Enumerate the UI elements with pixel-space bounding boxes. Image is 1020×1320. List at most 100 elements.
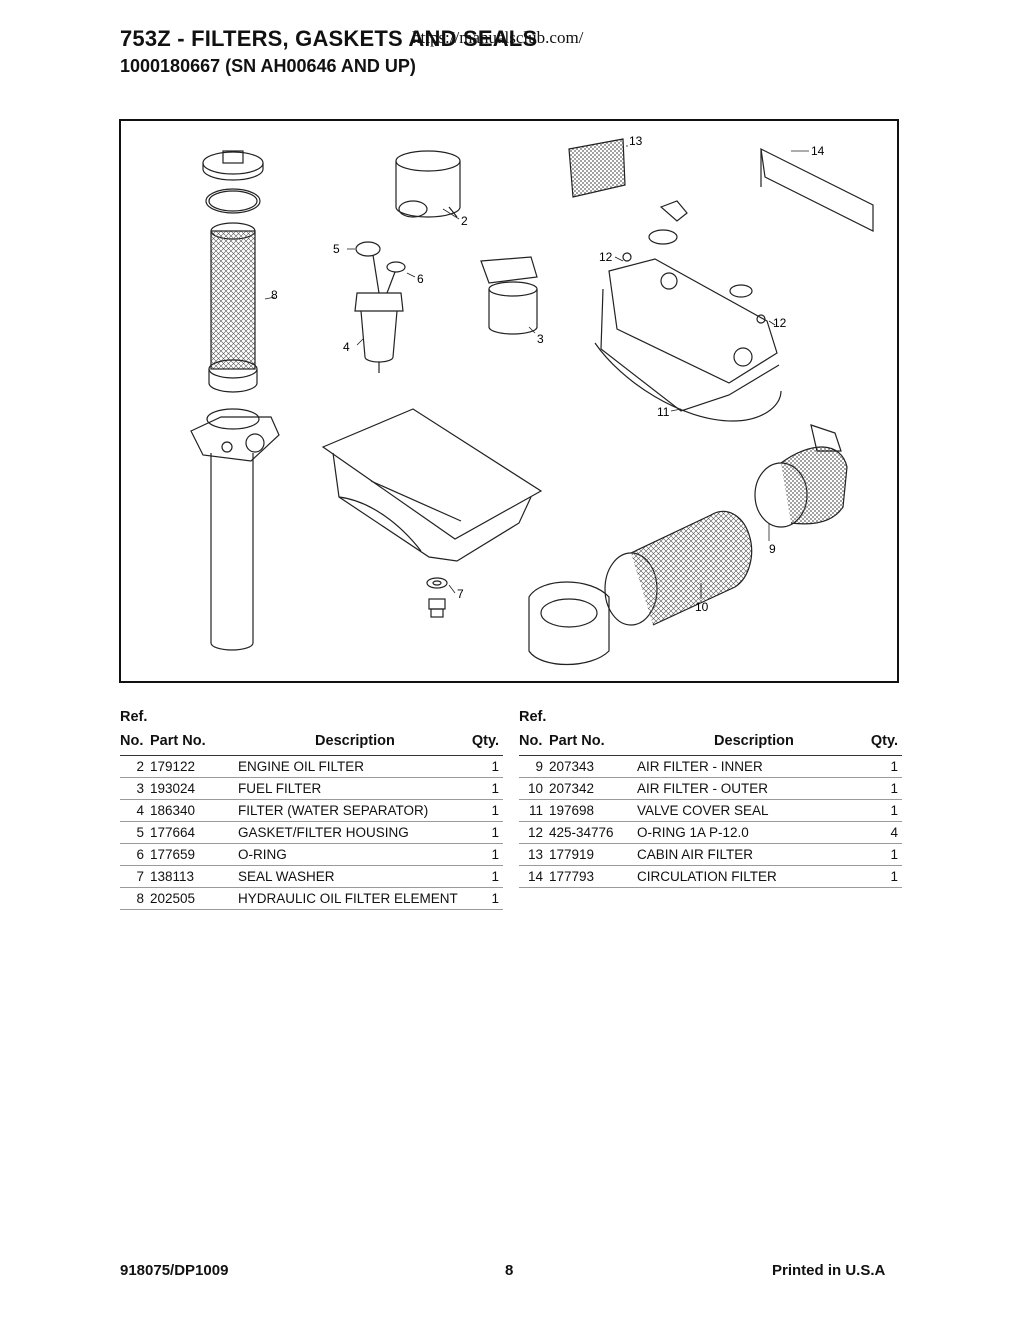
parts-diagram: 2 3 4 5 6 7 8 9 10 11 12 12 13 14: [119, 119, 899, 683]
part-quantity: 1: [870, 865, 902, 888]
callout-2: 2: [461, 214, 468, 228]
part-no-header: Part No.: [150, 733, 206, 749]
part-number: 425-34776: [549, 821, 637, 844]
callout-4: 4: [343, 340, 350, 354]
callout-10: 10: [695, 600, 709, 614]
ref-number: 5: [120, 821, 150, 844]
ref-number: 14: [519, 865, 549, 888]
callout-5: 5: [333, 242, 340, 256]
part-description: FILTER (WATER SEPARATOR): [238, 799, 472, 822]
air-filter-assembly: [528, 424, 848, 666]
part-quantity: 4: [870, 821, 902, 844]
part-quantity: 1: [471, 865, 503, 888]
part-number: 177664: [150, 821, 238, 844]
part-description: ENGINE OIL FILTER: [238, 755, 472, 778]
part-description: O-RING: [238, 843, 472, 866]
part-quantity: 1: [471, 887, 503, 910]
qty-header: Qty.: [870, 733, 898, 749]
page-title: 753Z - FILTERS, GASKETS AND SEALS: [120, 26, 538, 51]
qty-header: Qty.: [471, 733, 499, 749]
water-separator: [354, 241, 406, 373]
ref-number: 11: [519, 799, 549, 822]
ref-number: 8: [120, 887, 150, 910]
part-description: CABIN AIR FILTER: [637, 843, 871, 866]
ref-number: 2: [120, 755, 150, 778]
callout-6: 6: [417, 272, 424, 286]
part-quantity: 1: [870, 755, 902, 778]
part-description: AIR FILTER - INNER: [637, 755, 871, 778]
part-quantity: 1: [471, 777, 503, 800]
part-description: VALVE COVER SEAL: [637, 799, 871, 822]
part-number: 197698: [549, 799, 637, 822]
fuel-filter: [480, 256, 538, 335]
engine-oil-filter: [395, 150, 461, 218]
callout-9: 9: [769, 542, 776, 556]
part-number: 207343: [549, 755, 637, 778]
oil-pan: [321, 408, 543, 562]
callout-13: 13: [629, 134, 643, 148]
ref-number: 10: [519, 777, 549, 800]
part-number: 202505: [150, 887, 238, 910]
part-description: O-RING 1A P-12.0: [637, 821, 871, 844]
part-number: 193024: [150, 777, 238, 800]
ref-number: 9: [519, 755, 549, 778]
part-description: GASKET/FILTER HOUSING: [238, 821, 472, 844]
part-number: 138113: [150, 865, 238, 888]
part-quantity: 1: [471, 799, 503, 822]
callout-11: 11: [657, 405, 670, 419]
ref-header: Ref.: [120, 709, 148, 725]
part-description: HYDRAULIC OIL FILTER ELEMENT: [238, 887, 472, 910]
part-quantity: 1: [870, 843, 902, 866]
part-no-header: Part No.: [549, 733, 605, 749]
part-number: 177793: [549, 865, 637, 888]
callout-labels: 2 3 4 5 6 7 8 9 10 11 12 12 13 14: [271, 134, 825, 614]
part-number: 177659: [150, 843, 238, 866]
drain-plug: [426, 577, 448, 618]
callout-12a: 12: [599, 250, 613, 264]
callout-3: 3: [537, 332, 544, 346]
part-description: AIR FILTER - OUTER: [637, 777, 871, 800]
document-id: 918075/DP1009: [120, 1262, 229, 1279]
description-header: Description: [714, 733, 794, 749]
no-header: No.: [519, 733, 543, 749]
part-quantity: 1: [471, 755, 503, 778]
ref-number: 3: [120, 777, 150, 800]
page-subtitle: 1000180667 (SN AH00646 AND UP): [120, 56, 416, 76]
cabin-air-filter: [568, 138, 626, 198]
part-description: CIRCULATION FILTER: [637, 865, 871, 888]
exploded-view-illustration: [190, 138, 874, 666]
page-number: 8: [505, 1262, 514, 1279]
part-quantity: 1: [471, 843, 503, 866]
part-number: 179122: [150, 755, 238, 778]
circulation-filter: [760, 147, 874, 232]
ref-header: Ref.: [519, 709, 547, 725]
description-header: Description: [315, 733, 395, 749]
part-number: 177919: [549, 843, 637, 866]
watermark-url[interactable]: https://manualsclub.com/: [412, 28, 584, 47]
printed-location: Printed in U.S.A: [772, 1262, 886, 1279]
no-header: No.: [120, 733, 144, 749]
part-quantity: 1: [870, 799, 902, 822]
ref-number: 4: [120, 799, 150, 822]
callout-12b: 12: [773, 316, 787, 330]
hydraulic-filter-assembly: [190, 150, 280, 651]
ref-number: 7: [120, 865, 150, 888]
part-description: SEAL WASHER: [238, 865, 472, 888]
part-description: FUEL FILTER: [238, 777, 472, 800]
part-number: 207342: [549, 777, 637, 800]
